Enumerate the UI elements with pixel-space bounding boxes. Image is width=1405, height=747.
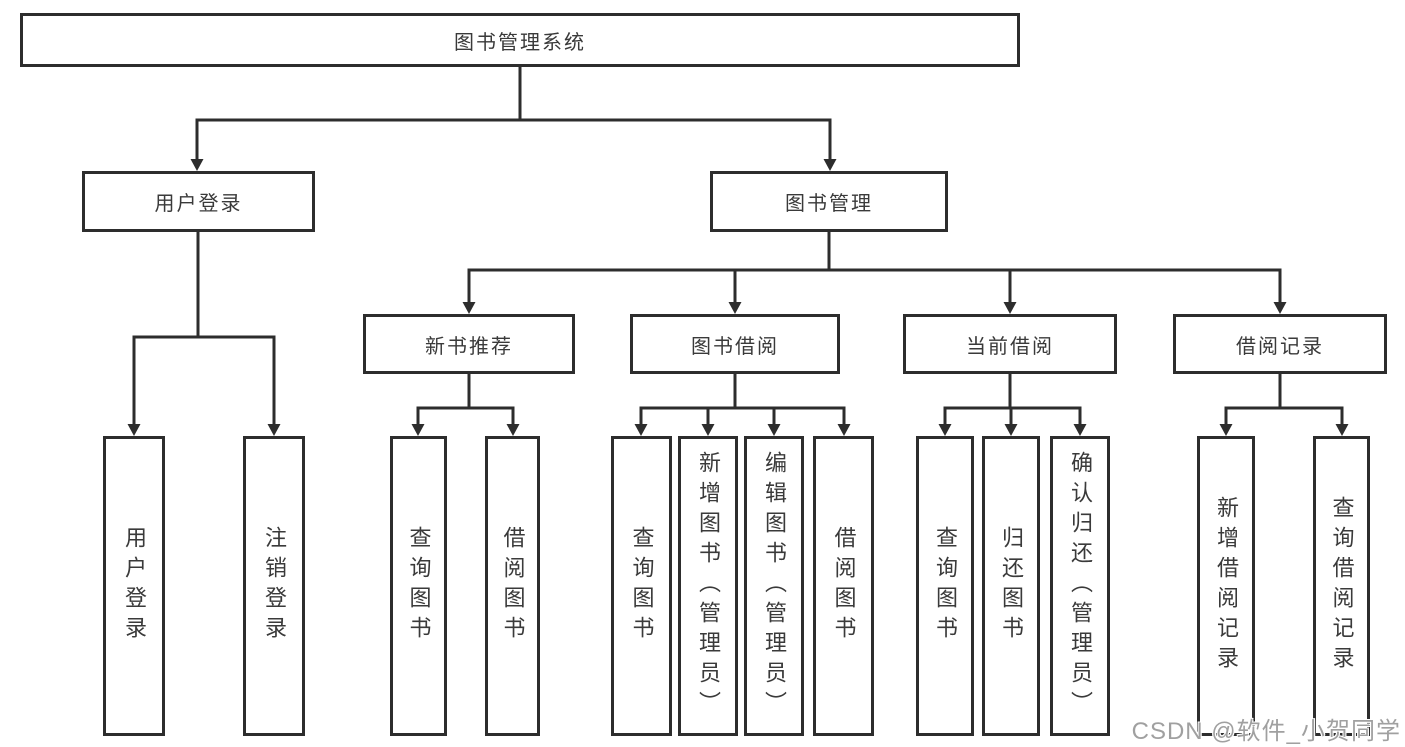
arrowhead-icon — [634, 424, 648, 436]
arrowhead-icon — [837, 424, 851, 436]
leaf-query-books-borrow: 查询图书 — [611, 436, 672, 736]
leaf-borrow-books-recommend: 借阅图书 — [485, 436, 540, 736]
leaf-query-borrow-record: 查询借阅记录 — [1313, 436, 1370, 736]
csdn-watermark: CSDN @软件_小贺同学 — [1131, 718, 1401, 745]
leaf-user-login: 用户登录 — [103, 436, 165, 736]
node-book-management: 图书管理 — [710, 171, 948, 232]
leaf-add-books-admin: 新增图书（管理员） — [678, 436, 738, 736]
arrowhead-icon — [1219, 424, 1233, 436]
arrowhead-icon — [701, 424, 715, 436]
arrowhead-icon — [1004, 424, 1018, 436]
leaf-borrow-books: 借阅图书 — [813, 436, 874, 736]
leaf-query-books-recommend: 查询图书 — [390, 436, 447, 736]
arrowhead-icon — [506, 424, 520, 436]
leaf-label: 借阅图书 — [500, 526, 526, 646]
leaf-confirm-return-admin: 确认归还（管理员） — [1050, 436, 1110, 736]
arrowhead-icon — [127, 424, 141, 436]
arrowhead-icon — [267, 424, 281, 436]
node-current-borrow: 当前借阅 — [903, 314, 1117, 374]
connector-record-split — [1224, 372, 1344, 430]
connector-current-split — [943, 372, 1082, 430]
arrowhead-icon — [767, 424, 781, 436]
connector-root-split — [195, 65, 832, 164]
arrowheads — [127, 159, 1349, 436]
leaf-label: 新增图书（管理员） — [696, 451, 721, 721]
arrowhead-icon — [1273, 302, 1287, 314]
arrowhead-icon — [190, 159, 204, 171]
leaf-label: 查询借阅记录 — [1329, 496, 1355, 676]
leaf-label: 借阅图书 — [831, 526, 857, 646]
arrowhead-icon — [462, 302, 476, 314]
node-new-book-recommend: 新书推荐 — [363, 314, 575, 374]
leaf-query-books-current: 查询图书 — [916, 436, 974, 736]
connector-login-split — [132, 230, 276, 430]
arrowhead-icon — [823, 159, 837, 171]
leaf-label: 新增借阅记录 — [1214, 496, 1239, 676]
arrowhead-icon — [1073, 424, 1087, 436]
connector-mgmt-split — [467, 230, 1282, 308]
connector-segments — [132, 65, 1344, 430]
leaf-label: 查询图书 — [933, 526, 958, 646]
leaf-label: 归还图书 — [999, 526, 1024, 646]
arrowhead-icon — [938, 424, 952, 436]
leaf-logout: 注销登录 — [243, 436, 305, 736]
leaf-label: 用户登录 — [122, 526, 147, 646]
leaf-return-books: 归还图书 — [982, 436, 1040, 736]
leaf-label: 注销登录 — [262, 526, 287, 646]
arrowhead-icon — [1335, 424, 1349, 436]
leaf-edit-books-admin: 编辑图书（管理员） — [744, 436, 804, 736]
node-root: 图书管理系统 — [20, 13, 1020, 67]
arrowhead-icon — [1003, 302, 1017, 314]
node-book-borrow: 图书借阅 — [630, 314, 840, 374]
arrowhead-icon — [411, 424, 425, 436]
connector-borrow-split — [639, 372, 846, 430]
connector-new-split — [416, 372, 515, 430]
leaf-add-borrow-record: 新增借阅记录 — [1197, 436, 1255, 736]
leaf-label: 确认归还（管理员） — [1068, 451, 1093, 721]
leaf-label: 查询图书 — [629, 526, 655, 646]
arrowhead-icon — [728, 302, 742, 314]
node-borrow-record: 借阅记录 — [1173, 314, 1387, 374]
leaf-label: 编辑图书（管理员） — [762, 451, 787, 721]
leaf-label: 查询图书 — [406, 526, 432, 646]
node-user-login: 用户登录 — [82, 171, 315, 232]
